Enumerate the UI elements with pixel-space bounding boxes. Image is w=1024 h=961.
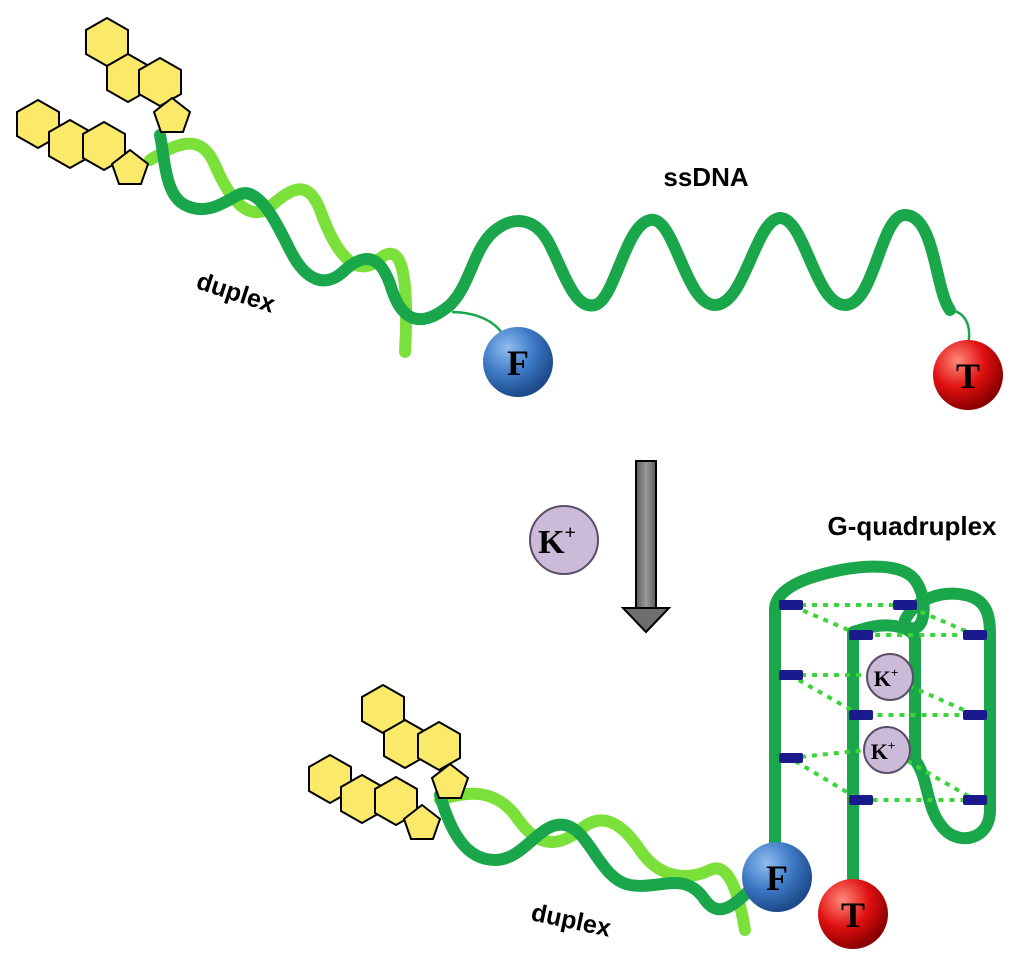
guanine-block [849, 710, 873, 720]
pentagon-icon [110, 148, 150, 185]
arrow-shaft [635, 460, 657, 610]
g-quadruplex-label: G-quadruplex [827, 511, 997, 541]
pentagon-icon [402, 803, 442, 840]
bottom-structure: K+ K+ F T G-quadruplex duplex [308, 511, 997, 949]
hexagon-icon [138, 56, 182, 108]
duplex-dark-strand-bottom [434, 789, 766, 916]
hexagon-icon [82, 120, 126, 172]
quencher-top [933, 340, 1003, 410]
arrow-head-icon [620, 607, 672, 634]
guanine-block [779, 753, 803, 763]
hexagon-icon [374, 775, 418, 827]
ligand-cluster-top [16, 16, 192, 185]
fluorophore-top [483, 327, 553, 397]
reaction-arrow [620, 460, 672, 634]
hexagon-icon [417, 720, 461, 772]
pentagon-icon [152, 96, 192, 133]
potassium-ion-circle [866, 653, 914, 701]
guanine-block [963, 710, 987, 720]
ssdna-strand [154, 129, 956, 326]
quencher-bottom [818, 879, 888, 949]
quencher-label-top: T [956, 356, 980, 396]
potassium-ion-label: K+ [874, 665, 899, 691]
guanine-block [893, 600, 917, 610]
potassium-ion-inner-1: K+ [866, 653, 914, 701]
potassium-ion-label: K+ [538, 522, 576, 561]
potassium-ion-circle [529, 505, 599, 575]
duplex-light-strand-bottom [434, 787, 751, 936]
guanine-blocks [779, 600, 987, 805]
potassium-ion-main: K+ [529, 505, 599, 575]
fluorophore-bottom [742, 842, 812, 912]
potassium-ion-inner-2: K+ [863, 726, 911, 774]
fluorophore-label-top: F [507, 343, 529, 383]
guanine-block [779, 670, 803, 680]
potassium-ion-circle [863, 726, 911, 774]
guanine-block [779, 600, 803, 610]
potassium-ion-label: K+ [871, 738, 896, 764]
pentagon-icon [430, 762, 470, 799]
guanine-block [963, 795, 987, 805]
guanine-block [849, 795, 873, 805]
ssdna-label: ssDNA [663, 162, 748, 192]
ligand-cluster-bottom [308, 683, 470, 840]
top-structure: F T ssDNA duplex [16, 16, 1003, 410]
duplex-light-strand-top [144, 137, 413, 358]
quencher-label-bottom: T [841, 895, 865, 935]
guanine-block [963, 630, 987, 640]
fluorophore-label-bottom: F [766, 858, 788, 898]
guanine-block [849, 630, 873, 640]
duplex-label-top: duplex [193, 267, 278, 319]
duplex-label-bottom: duplex [529, 898, 614, 942]
